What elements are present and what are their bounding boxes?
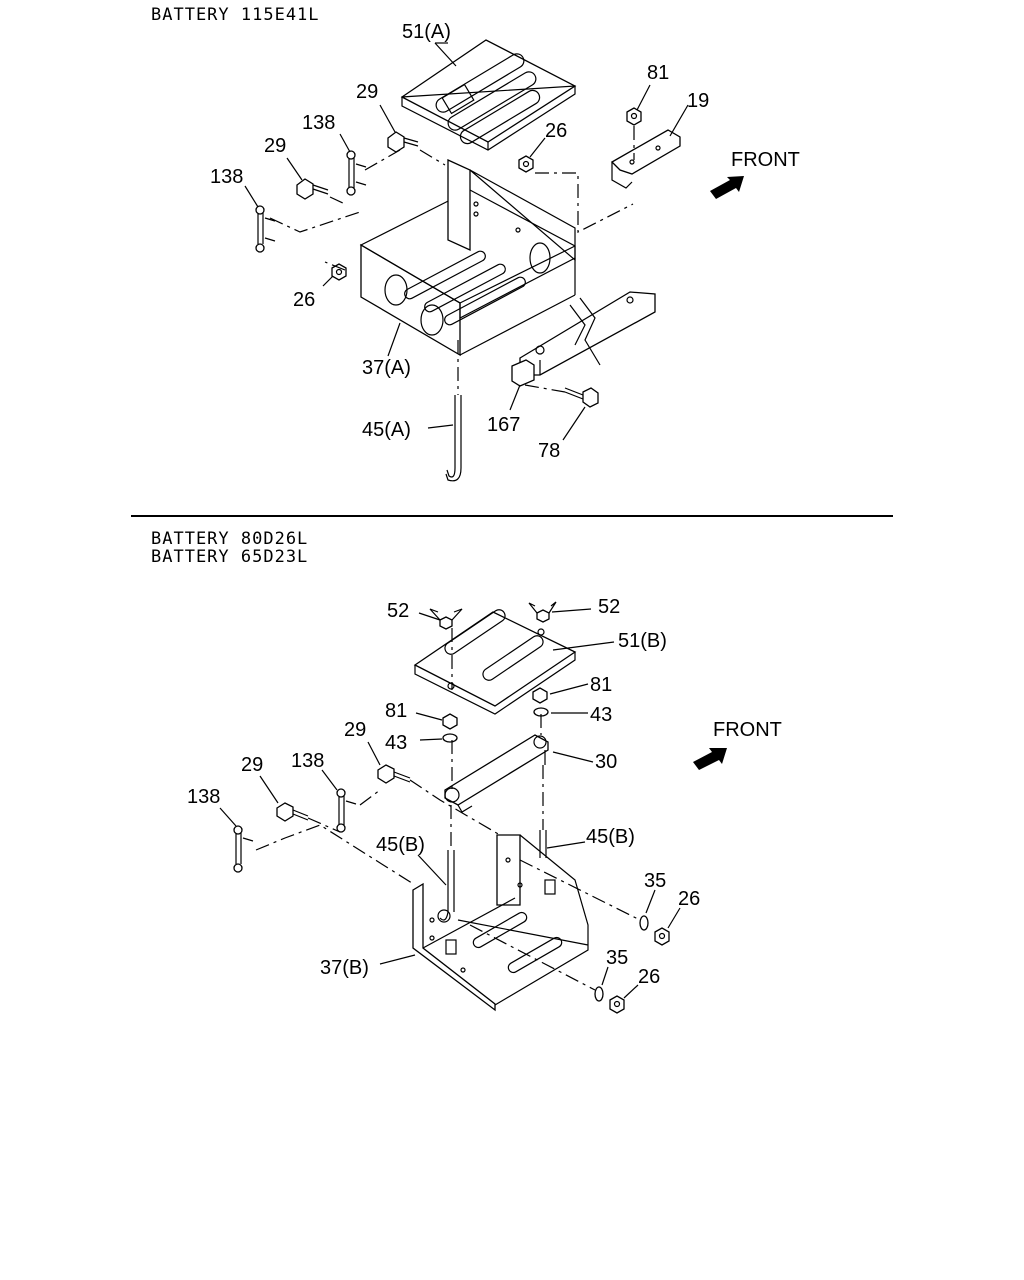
callout-26-lower: 26 [293,289,315,311]
callout-29-upper: 29 [356,81,378,103]
nut-26-lower-b [609,995,625,1014]
clamp-138-upper [346,150,367,196]
callout-52-right: 52 [598,596,620,618]
callout-81-right: 81 [590,674,612,696]
frame-rail [519,291,656,376]
battery-cover-51a [400,39,577,151]
callout-81-left: 81 [385,700,407,722]
callout-138-left: 138 [187,786,220,808]
washer-35-lower [594,986,604,1002]
bolt-29-upper [387,131,419,153]
hold-down-bar-30 [444,734,549,813]
callout-35-upper: 35 [644,870,666,892]
callout-81: 81 [647,62,669,84]
nut-81 [626,107,642,126]
callout-43-left: 43 [385,732,407,754]
callout-29-left: 29 [241,754,263,776]
front-arrow-icon [710,176,744,199]
callout-167: 167 [487,414,520,436]
section-b-title-2: BATTERY 65D23L [151,547,309,567]
callout-37a: 37(A) [362,357,411,379]
nut-81-right [532,687,548,704]
callout-78: 78 [538,440,560,462]
callout-19: 19 [687,90,709,112]
nut-26-upper-b [654,927,670,946]
callout-138-lower: 138 [210,166,243,188]
front-label-a: FRONT [731,149,800,171]
washer-35-upper [639,915,649,931]
battery-tray-37a [359,158,576,357]
callout-51b: 51(B) [618,630,667,652]
bolt-29-lower [296,178,329,200]
front-arrow-icon-b [693,748,727,770]
bracket-19 [610,129,681,189]
callout-45b-right: 45(B) [586,826,635,848]
section-a-drawing: FRONT 51(A) 29 138 29 138 26 81 19 26 37… [210,21,800,482]
callout-26-lower-b: 26 [638,966,660,988]
nut-81-left [442,713,458,730]
bolt-29-right [377,764,411,784]
wing-nut-52-right [528,601,557,636]
callout-51a: 51(A) [402,21,451,43]
clamp-138-right [336,788,357,833]
washer-43-left [442,733,458,743]
front-label-b: FRONT [713,719,782,741]
callout-37b: 37(B) [320,957,369,979]
nut-26-lower [331,263,347,281]
spacer-167 [511,359,535,387]
nut-26-upper [518,155,534,173]
callout-52-left: 52 [387,600,409,622]
callout-43-right: 43 [590,704,612,726]
section-b-drawing: FRONT 52 52 51(B) 81 43 81 43 29 29 138 … [187,596,782,1014]
callout-26-upper-b: 26 [678,888,700,910]
wing-nut-52-left [429,608,463,630]
callout-26-upper: 26 [545,120,567,142]
bolt-78 [564,387,599,408]
j-bolt-45b-left [437,850,455,923]
callout-138-right: 138 [291,750,324,772]
clamp-138-lower [255,205,276,253]
section-b-title-1: BATTERY 80D26L [151,529,309,549]
section-a-title: BATTERY 115E41L [151,5,320,25]
callout-29-lower: 29 [264,135,286,157]
j-bolt-45b-right [539,830,547,858]
bolt-29-left [276,802,309,822]
callout-35-lower: 35 [606,947,628,969]
callout-45a: 45(A) [362,419,411,441]
clamp-138-left [233,825,254,873]
callout-138-upper: 138 [302,112,335,134]
battery-tray-37b [412,834,589,1012]
callout-30: 30 [595,751,617,773]
j-bolt-45a [445,395,462,482]
cover-stud-left [447,682,455,690]
battery-cover-51b [413,609,577,715]
callout-45b-left: 45(B) [376,834,425,856]
callout-29-right: 29 [344,719,366,741]
